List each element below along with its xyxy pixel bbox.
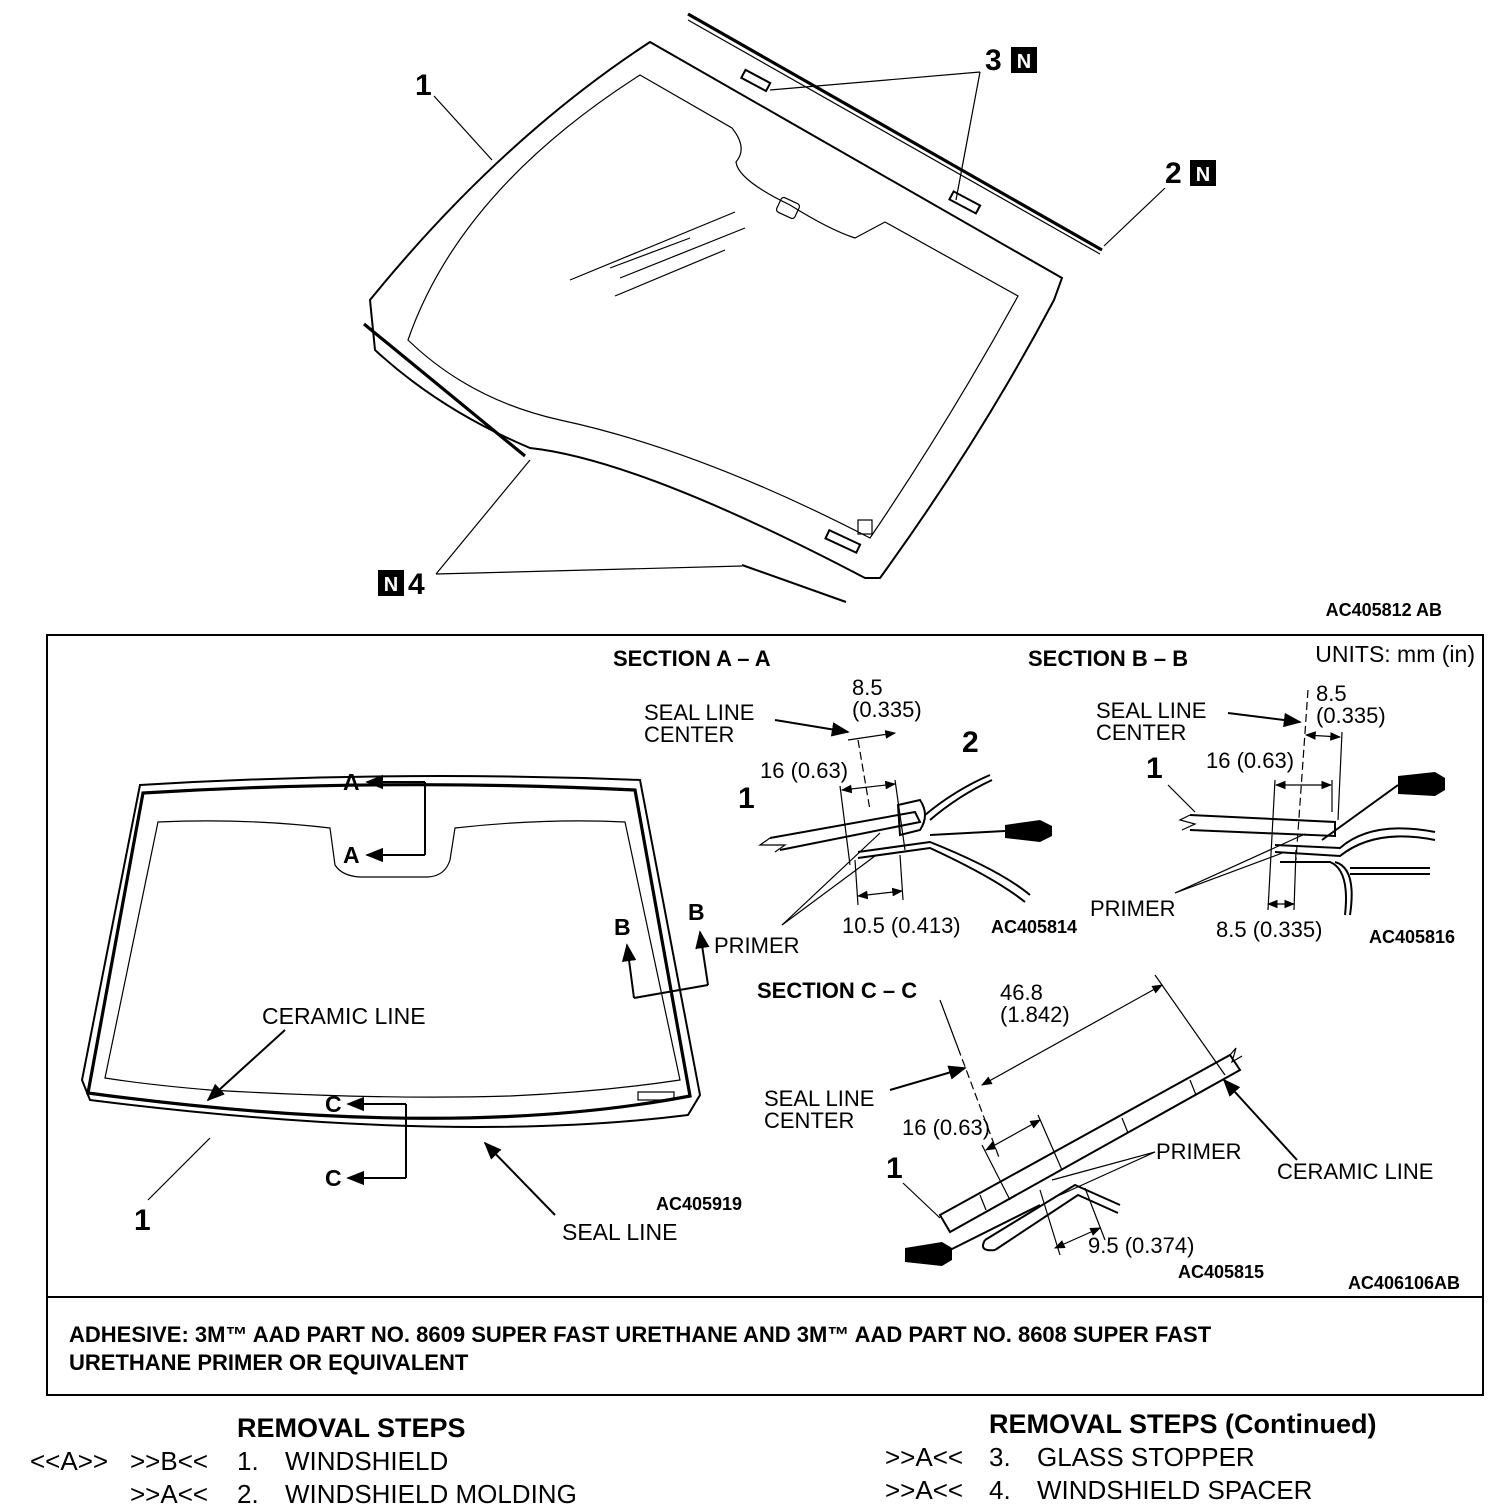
new-part-badge: N [1017,51,1031,73]
callout-2: 2 [962,726,979,759]
callout-1: 1 [134,1204,151,1237]
cut-label-b: B [688,899,705,925]
primer-label: PRIMER [1090,896,1176,921]
section-bb-title: SECTION B – B [1028,646,1188,671]
step-number: 1. [237,1446,259,1476]
cut-label-b: B [614,914,631,940]
step-label: GLASS STOPPER [1037,1442,1255,1472]
list-item: >>A<< 2. WINDSHIELD MOLDING [30,1478,577,1511]
step-ref: >>A<< [885,1475,964,1505]
section-id: AC405814 [991,917,1077,937]
section-id: AC405816 [1369,927,1455,947]
callout-1: 1 [1146,752,1163,785]
dimension-label: 8.5 [1316,681,1347,706]
seal-line-center-label: SEAL LINE [644,700,754,725]
seal-line-center-label: SEAL LINE [1096,698,1206,723]
section-aa: SECTION A – A SEAL LINE CENTER 8.5 (0.33… [613,646,1077,958]
dimension-label: 16 (0.63) [902,1115,990,1140]
cut-label-c: C [325,1165,342,1191]
section-aa-title: SECTION A – A [613,646,771,671]
adhesive-note: ADHESIVE: 3M™ AAD PART NO. 8609 SUPER FA… [69,1322,1212,1347]
view-id: AC405919 [656,1194,742,1214]
step-ref: >>A<< [130,1479,209,1509]
new-part-badge: N [1196,164,1210,186]
dimension-label: (0.335) [852,697,922,722]
step-number: 3. [989,1442,1011,1472]
callout-3: 3 [985,44,1002,77]
step-number: 2. [237,1479,259,1509]
step-ref: >>B<< [130,1446,209,1476]
list-item: >>A<< 3. GLASS STOPPER [885,1441,1377,1474]
step-number: 4. [989,1475,1011,1505]
section-id: AC405815 [1178,1262,1264,1282]
section-bb: SECTION B – B SEAL LINE CENTER 8.5 (0.33… [1028,646,1455,947]
removal-steps-continued: REMOVAL STEPS (Continued) >>A<< 3. GLASS S… [885,1408,1377,1507]
callout-2: 2 [1165,157,1182,190]
dimension-label: 8.5 (0.335) [1216,917,1322,942]
figure-id: AC405812 AB [1326,600,1442,620]
windshield-exploded-view: 1 3 N 2 N N 4 AC405812 AB [362,12,1442,620]
callout-1: 1 [415,69,432,102]
windshield-front-view: A A B B C C CERAMIC LINE SEAL LINE 1 AC4… [80,769,742,1245]
seal-line-label: SEAL LINE [562,1219,677,1245]
cut-label-c: C [325,1091,342,1117]
section-cc: SECTION C – C 46.8 (1.842) SEAL LINE CEN… [757,974,1433,1282]
dimension-label: 16 (0.63) [760,758,848,783]
units-label: UNITS: mm (in) [1315,641,1475,667]
step-label: WINDSHIELD SPACER [1037,1475,1313,1505]
cut-label-a: A [343,769,360,795]
seal-line-center-label: CENTER [644,722,734,747]
panel-id: AC406106AB [1348,1273,1460,1293]
removal-steps-title: REMOVAL STEPS [237,1413,466,1443]
step-label: WINDSHIELD MOLDING [285,1479,577,1509]
seal-line-center-label: SEAL LINE [764,1086,874,1111]
ceramic-line-label: CERAMIC LINE [262,1003,426,1029]
section-panel [46,634,1484,1396]
step-label: WINDSHIELD [285,1446,449,1476]
removal-steps-continued-title: REMOVAL STEPS (Continued) [989,1409,1377,1439]
dimension-label: 8.5 [852,675,883,700]
dimension-label: 10.5 (0.413) [842,913,961,938]
ceramic-line-label: CERAMIC LINE [1277,1159,1433,1184]
section-cc-title: SECTION C – C [757,978,917,1003]
new-part-badge: N [384,574,398,596]
dimension-label: 9.5 (0.374) [1088,1233,1194,1258]
primer-label: PRIMER [1156,1139,1242,1164]
primer-label: PRIMER [714,933,800,958]
step-ref: >>A<< [885,1442,964,1472]
cut-label-a: A [343,842,360,868]
step-ref: <<A>> [30,1446,109,1476]
dimension-label: 16 (0.63) [1206,748,1294,773]
removal-steps: REMOVAL STEPS <<A>> >>B<< 1. WINDSHIELD >>A… [30,1412,577,1511]
dimension-label: (0.335) [1316,703,1386,728]
dimension-label: (1.842) [1000,1002,1070,1027]
list-item: <<A>> >>B<< 1. WINDSHIELD [30,1445,577,1478]
callout-1: 1 [738,782,755,815]
list-item: >>A<< 4. WINDSHIELD SPACER [885,1474,1377,1507]
seal-line-center-label: CENTER [764,1108,854,1133]
adhesive-note: URETHANE PRIMER OR EQUIVALENT [69,1350,469,1375]
callout-4: 4 [408,568,425,601]
callout-1: 1 [886,1152,903,1185]
seal-line-center-label: CENTER [1096,720,1186,745]
